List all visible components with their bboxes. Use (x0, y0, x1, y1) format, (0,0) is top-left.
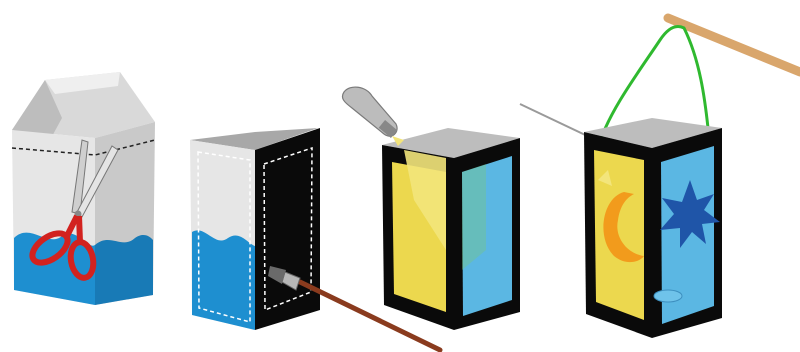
panel-overlap-tint (462, 164, 486, 270)
carton-side-painted-black (255, 128, 320, 330)
paintbrush-icon (268, 266, 443, 352)
lantern-glue-panels-step (341, 86, 520, 330)
lantern-hanging-string (598, 25, 710, 143)
star-cutout-icon (660, 180, 720, 248)
lantern-top-opening (382, 128, 520, 158)
hanging-stick-icon (663, 13, 800, 77)
glue-tube-icon (341, 86, 404, 146)
lantern-blue-panel (462, 156, 512, 316)
scissors-icon (29, 139, 119, 281)
carton-front-blue-band (192, 230, 255, 330)
carton-gable-ridge (45, 72, 120, 94)
small-star-cutout-icon (598, 170, 612, 186)
milk-carton-cut-step (11, 72, 156, 305)
glue-spread-panel (404, 150, 446, 250)
carton-gable-left (12, 80, 62, 140)
candle-base-icon (653, 289, 683, 303)
carton-opening (190, 128, 318, 150)
lantern-top-opening (584, 118, 722, 148)
carton-side-blue-band (95, 234, 153, 305)
frame-outline-dashed (197, 151, 251, 323)
lantern-finished-step (519, 13, 800, 338)
carton-paint-frame-step (190, 128, 443, 352)
moon-cutout-icon (603, 192, 644, 263)
lantern-yellow-panel (594, 150, 644, 320)
